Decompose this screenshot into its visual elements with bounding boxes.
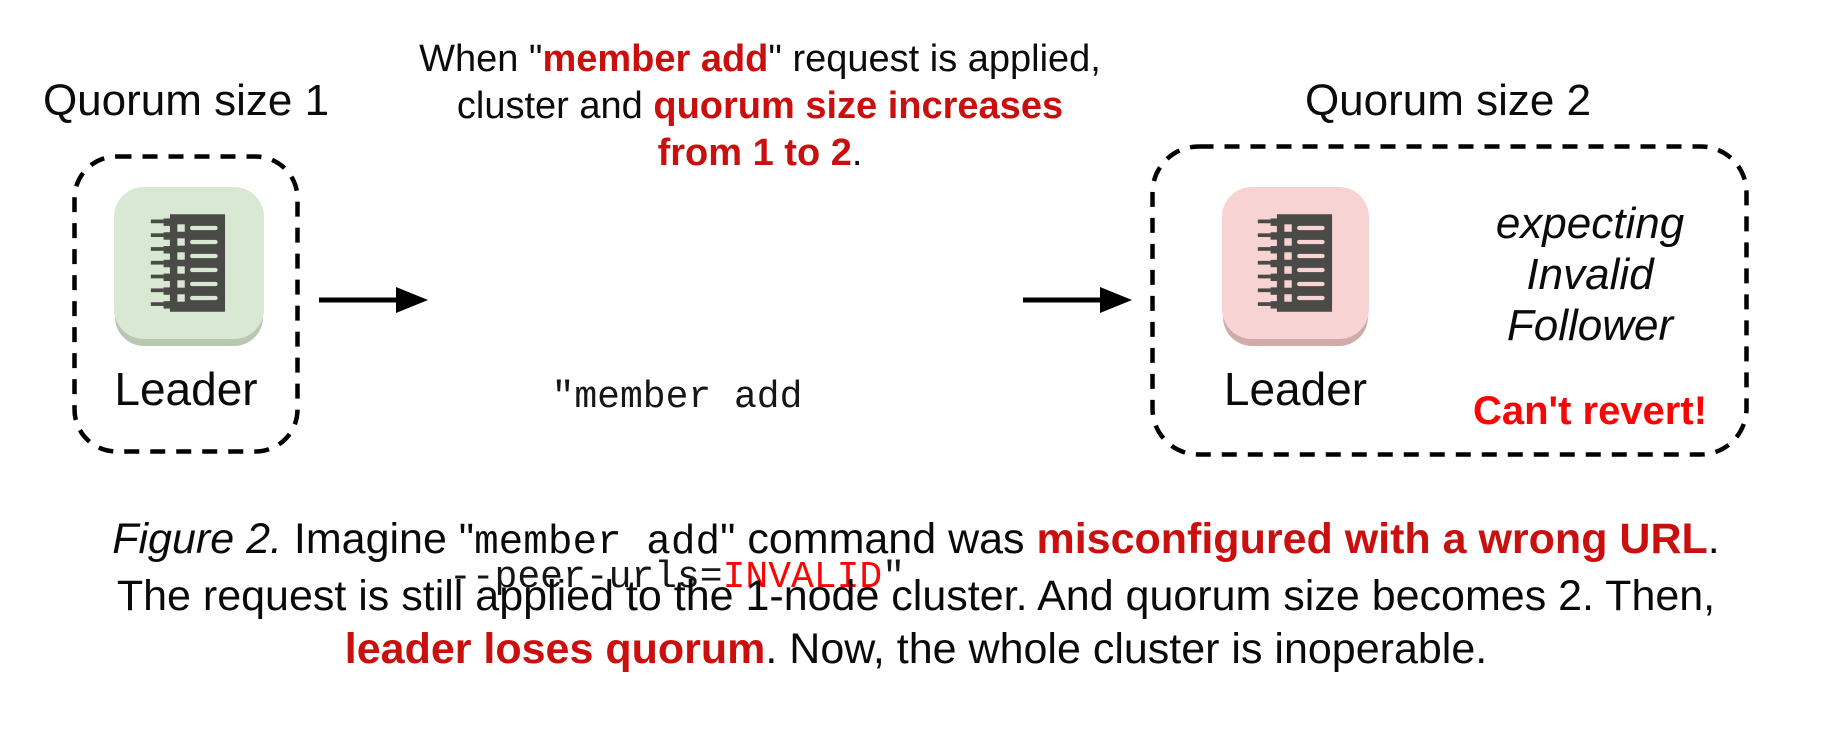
command-line2-post: " bbox=[882, 556, 906, 599]
quorum-2-box bbox=[1150, 144, 1749, 457]
annotation-line2-em: quorum size increases bbox=[653, 85, 1064, 127]
caption-line2: The request is still applied to the 1-no… bbox=[116, 572, 1716, 620]
expecting-note-line3: Follower bbox=[1506, 301, 1674, 350]
quorum-1-box bbox=[72, 154, 300, 454]
caption-line1-t1: Imagine " bbox=[281, 515, 475, 563]
cant-revert-warning: Can't revert! bbox=[1472, 389, 1708, 433]
annotation-line2-pre: cluster and bbox=[456, 85, 654, 127]
expecting-note-line1: expecting bbox=[1495, 199, 1685, 248]
command-line1: "member add bbox=[551, 376, 803, 419]
annotation-line1-em: member add bbox=[542, 38, 769, 80]
annotation-line3-post: . bbox=[851, 132, 863, 174]
caption-line1-code: member add bbox=[474, 520, 721, 566]
arrow-right-icon bbox=[319, 287, 428, 313]
arrow-right-icon bbox=[1023, 287, 1132, 313]
command-line2-pre: --peer-urls= bbox=[448, 556, 723, 599]
caption-line1-em: misconfigured with a wrong URL bbox=[1036, 515, 1708, 563]
member-node-pink bbox=[1222, 187, 1369, 339]
leader-label-left: Leader bbox=[114, 363, 258, 415]
annotation-line3-em: from 1 to 2 bbox=[657, 132, 852, 174]
quorum-2-title: Quorum size 2 bbox=[1304, 76, 1592, 125]
figure-caption: Figure 2. Imagine "member add" command w… bbox=[0, 513, 1832, 676]
caption-line3-t1: . Now, the whole cluster is inoperable. bbox=[765, 625, 1488, 673]
figure-number-label: Figure 2. bbox=[112, 515, 282, 563]
caption-line3-em: leader loses quorum bbox=[344, 625, 766, 673]
quorum-1-title: Quorum size 1 bbox=[42, 76, 330, 125]
expecting-note-line2: Invalid bbox=[1526, 250, 1654, 299]
annotation-line1-pre: When " bbox=[419, 38, 543, 80]
expecting-note: expecting Invalid Follower bbox=[1440, 198, 1740, 351]
caption-line1-t3: . bbox=[1707, 515, 1720, 563]
ledger-icon bbox=[150, 214, 226, 312]
caption-line3: leader loses quorum. Now, the whole clus… bbox=[0, 623, 1832, 676]
caption-line1: Figure 2. Imagine "member add" command w… bbox=[0, 513, 1832, 570]
command-line2-invalid: INVALID bbox=[722, 556, 883, 599]
member-node-green bbox=[114, 187, 264, 339]
command-text: "member add --peer-urls=INVALID" bbox=[412, 248, 942, 728]
ledger-icon bbox=[1257, 214, 1332, 312]
leader-label-right: Leader bbox=[1223, 363, 1368, 415]
annotation-text: When "member add" request is applied, cl… bbox=[410, 36, 1110, 177]
caption-line1-t2: " command was bbox=[720, 515, 1037, 563]
annotation-line1-post: " request is applied, bbox=[768, 38, 1101, 80]
